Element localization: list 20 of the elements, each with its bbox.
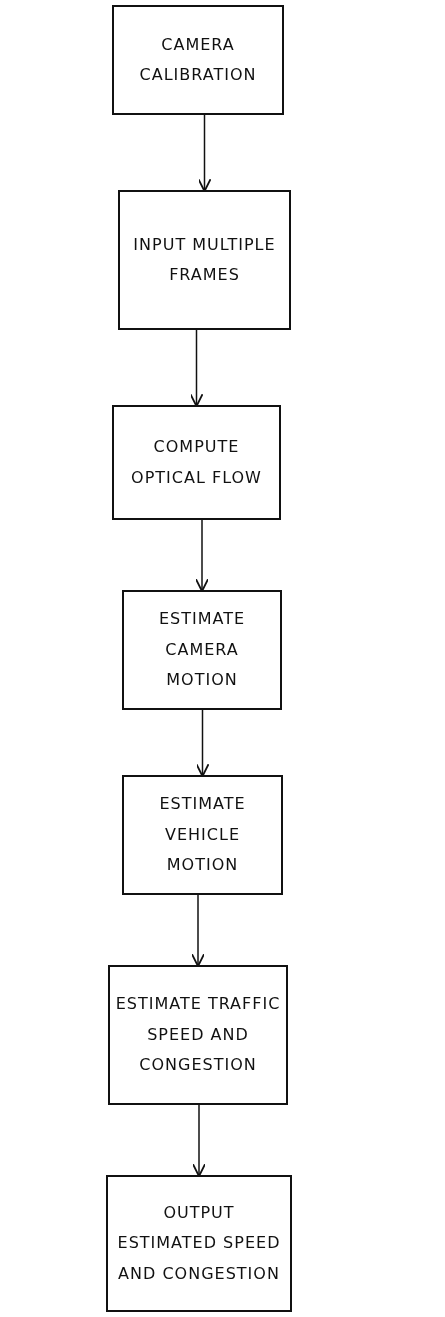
process-box — [122, 590, 282, 710]
process-box — [112, 5, 284, 115]
box-text: ESTIMATE CAMERA MOTION — [157, 608, 247, 692]
box-text: ESTIMATE VEHICLE MOTION — [158, 793, 247, 877]
arrow — [191, 894, 205, 968]
arrow — [197, 114, 212, 193]
box-text: ESTIMATE TRAFFIC SPEED AND CONGESTION — [114, 993, 282, 1077]
box-text: COMPUTE OPTICAL FLOW — [130, 436, 263, 489]
process-box — [112, 405, 281, 520]
arrow — [189, 329, 204, 408]
process-box — [106, 1175, 292, 1312]
arrow — [195, 709, 210, 778]
arrow — [192, 1104, 206, 1178]
box-text: CAMERA CALIBRATION — [138, 33, 258, 86]
arrow — [195, 519, 209, 593]
process-box — [108, 965, 288, 1105]
process-box — [122, 775, 283, 895]
box-text: INPUT MULTIPLE FRAMES — [132, 233, 277, 286]
process-box — [118, 190, 291, 330]
box-text: OUTPUT ESTIMATED SPEED AND CONGESTION — [116, 1201, 282, 1285]
